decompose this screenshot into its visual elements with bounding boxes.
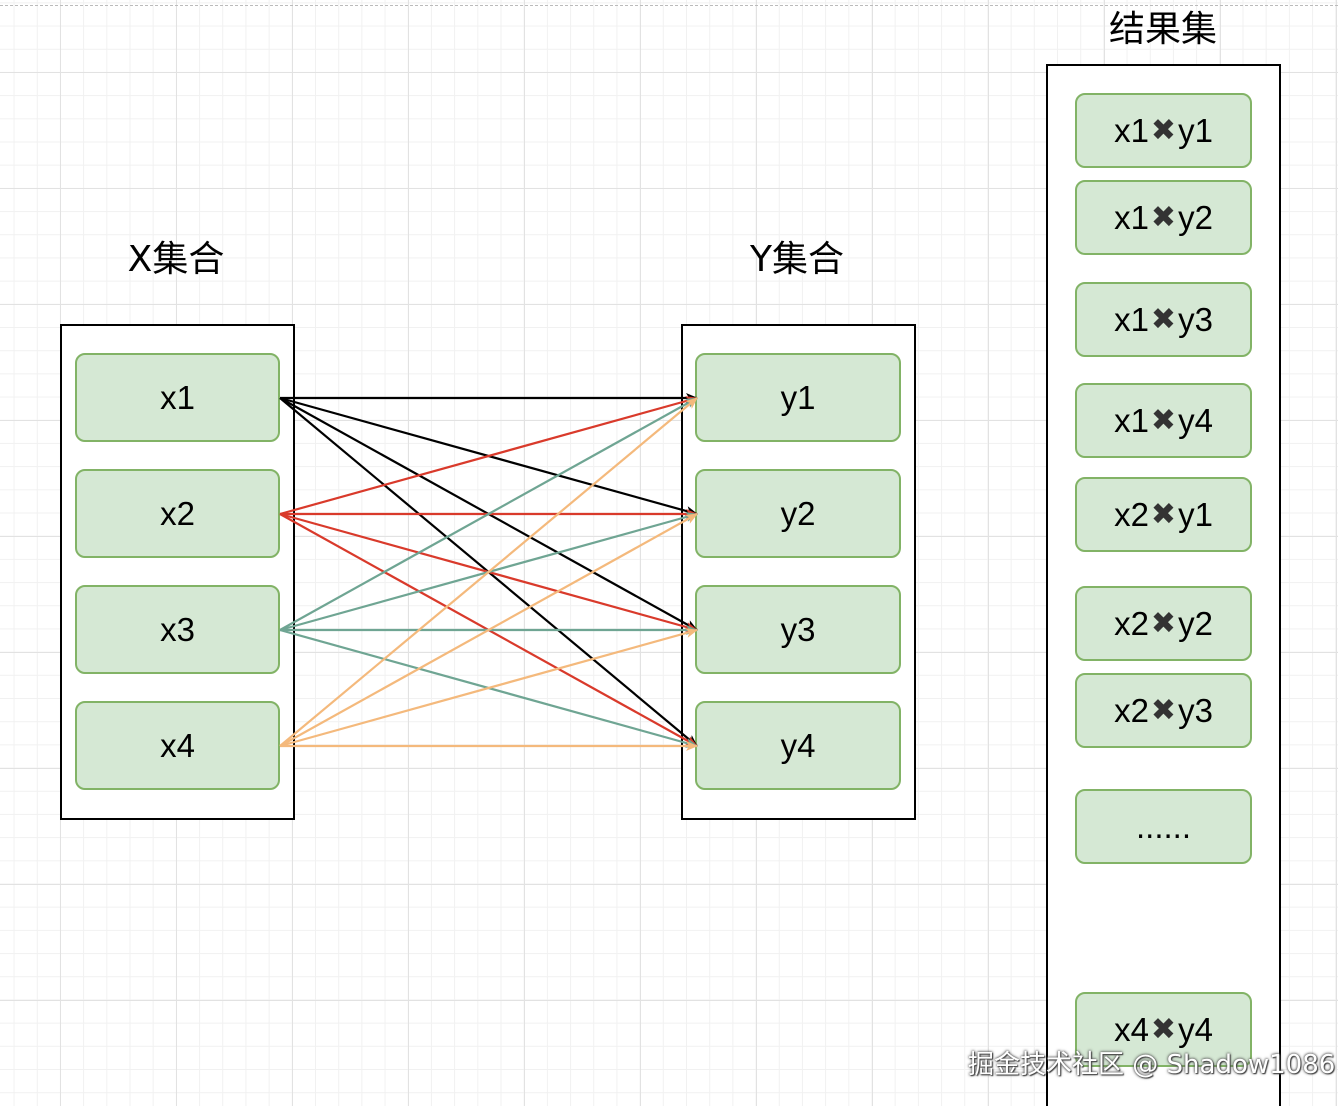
edge-x2-y1 bbox=[279, 396, 698, 516]
times-icon: ✖ bbox=[1150, 498, 1177, 531]
result-item-ellipsis[interactable]: ...... bbox=[1075, 789, 1252, 864]
result-item[interactable]: x2✖y1 bbox=[1075, 477, 1252, 552]
result-item[interactable]: x1✖y4 bbox=[1075, 383, 1252, 458]
result-item[interactable]: x2✖y3 bbox=[1075, 673, 1252, 748]
times-icon: ✖ bbox=[1150, 404, 1177, 437]
y-node-3[interactable]: y3 bbox=[695, 585, 901, 674]
x-node-4[interactable]: x4 bbox=[75, 701, 280, 790]
result-item[interactable]: x1✖y1 bbox=[1075, 93, 1252, 168]
edge-x4-y1 bbox=[279, 397, 698, 747]
result-item[interactable]: x2✖y2 bbox=[1075, 586, 1252, 661]
y-set-title: Y集合 bbox=[750, 239, 844, 280]
watermark: 掘金技术社区 @ Shadow1086 bbox=[968, 1050, 1336, 1080]
times-icon: ✖ bbox=[1150, 694, 1177, 727]
times-icon: ✖ bbox=[1150, 1013, 1177, 1046]
edge-x4-y2 bbox=[279, 513, 698, 747]
ellipsis-text: ...... bbox=[1135, 807, 1191, 845]
result-item[interactable]: x1✖y2 bbox=[1075, 180, 1252, 255]
x-set-title: X集合 bbox=[127, 239, 225, 280]
times-icon: ✖ bbox=[1150, 607, 1177, 640]
times-icon: ✖ bbox=[1150, 114, 1177, 147]
y-node-1[interactable]: y1 bbox=[695, 353, 901, 442]
times-icon: ✖ bbox=[1150, 303, 1177, 336]
top-dashed-guide bbox=[0, 5, 1338, 6]
edge-x4-y3 bbox=[279, 628, 698, 748]
x-node-2[interactable]: x2 bbox=[75, 469, 280, 558]
result-item[interactable]: x1✖y3 bbox=[1075, 282, 1252, 357]
y-node-4[interactable]: y4 bbox=[695, 701, 901, 790]
result-item[interactable]: x4✖y4 bbox=[1075, 992, 1252, 1067]
x-node-1[interactable]: x1 bbox=[75, 353, 280, 442]
edge-x3-y1 bbox=[279, 397, 698, 631]
result-set-title: 结果集 bbox=[1108, 9, 1217, 50]
y-node-2[interactable]: y2 bbox=[695, 469, 901, 558]
times-icon: ✖ bbox=[1150, 201, 1177, 234]
x-node-3[interactable]: x3 bbox=[75, 585, 280, 674]
